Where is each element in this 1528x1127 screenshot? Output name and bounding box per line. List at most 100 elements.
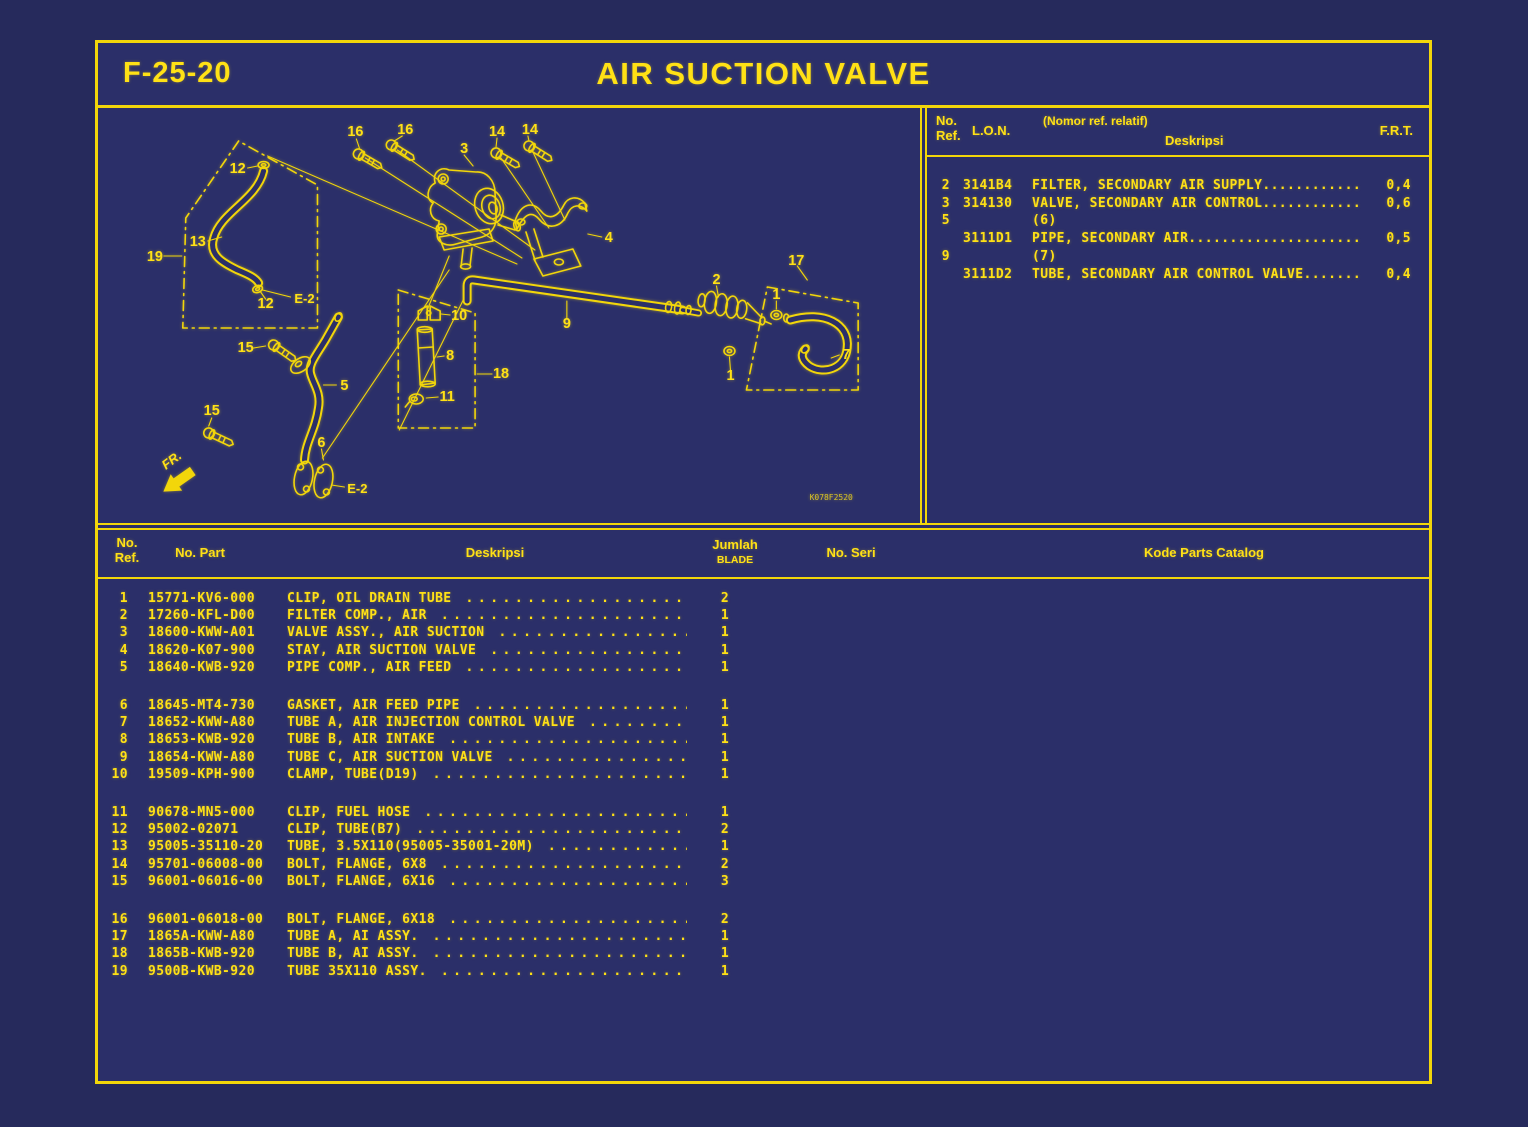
callout-17: 17	[788, 253, 804, 269]
pipe-5	[289, 312, 343, 496]
parts-qty-cell: 1	[720, 946, 730, 962]
parts-qty-cell: 2	[720, 856, 730, 872]
bolt-15-upper	[265, 337, 300, 366]
parts-col-desc: Deskripsi	[465, 545, 525, 560]
callout-8: 8	[446, 348, 454, 364]
filter-2	[697, 290, 772, 326]
parts-number-cell: 95701-06008-00	[148, 856, 264, 872]
parts-number-cell: 9500B-KWB-920	[148, 963, 255, 979]
lon-ref-cell: 9	[941, 248, 950, 264]
lon-col-lon: L.O.N.	[972, 123, 1011, 138]
parts-ref-cell: 4	[119, 642, 128, 658]
pipe-9	[462, 275, 703, 317]
parts-qty-cell: 1	[720, 625, 730, 641]
parts-ref-cell: 13	[111, 839, 128, 855]
callout-5: 5	[340, 378, 348, 394]
parts-desc-text: CLIP, TUBE(B7)	[287, 822, 403, 838]
parts-desc-text: CLIP, OIL DRAIN TUBE	[287, 591, 452, 606]
lon-frt-cell: 0,6	[1386, 195, 1411, 211]
lon-desc-cell: FILTER, SECONDARY AIR SUPPLY............	[1032, 178, 1362, 193]
parts-ref-cell: 16	[111, 912, 128, 928]
parts-col-seri: No. Seri	[826, 545, 876, 560]
parts-qty-cell: 1	[720, 715, 730, 731]
parts-desc-text: BOLT, FLANGE, 6X8	[287, 856, 427, 872]
parts-col-kode: Kode Parts Catalog	[1144, 545, 1264, 560]
parts-desc-cell: TUBE A, AI ASSY.........................…	[287, 928, 687, 945]
callout-9: 9	[563, 316, 571, 332]
dot-leader: ........................................…	[449, 732, 687, 748]
parts-qty-cell: 3	[720, 873, 730, 889]
gasket-6	[313, 463, 334, 499]
parts-qty-cell: 1	[720, 805, 730, 821]
parts-ref-cell: 11	[111, 805, 128, 821]
tube-7	[785, 312, 852, 375]
parts-number-cell: 19509-KPH-900	[148, 766, 255, 782]
dot-leader: ........................................…	[498, 625, 687, 641]
callout-7: 7	[842, 347, 850, 363]
parts-number-cell: 18652-KWW-A80	[148, 715, 255, 731]
tube-13	[208, 160, 270, 294]
diagram-stamp: K078F2520	[810, 493, 853, 502]
fr-arrow-icon	[163, 466, 196, 492]
parts-desc-cell: BOLT, FLANGE, 6X18......................…	[287, 911, 687, 928]
lon-ref-cell: 3	[941, 195, 950, 211]
lon-frt-cell: 0,4	[1386, 178, 1411, 193]
parts-desc-cell: CLIP, FUEL HOSE.........................…	[287, 804, 687, 821]
lon-table: No.Ref. L.O.N. (Nomor ref. relatif) Desk…	[925, 108, 1429, 523]
callout-14b: 14	[522, 122, 538, 138]
dot-leader: ........................................…	[547, 839, 687, 855]
page-header: F-25-20 AIR SUCTION VALVE	[98, 43, 1429, 108]
valve-assembly-3	[427, 168, 522, 270]
parts-qty-cell: 2	[720, 591, 730, 606]
callout-18: 18	[493, 366, 509, 382]
parts-qty-cell: 1	[720, 963, 730, 979]
parts-desc-cell: TUBE B, AI ASSY.........................…	[287, 945, 687, 962]
dot-leader: ........................................…	[449, 912, 687, 928]
parts-desc-text: CLAMP, TUBE(D19)	[287, 766, 419, 782]
parts-qty-cell: 2	[720, 912, 730, 928]
parts-desc-text: TUBE A, AIR INJECTION CONTROL VALVE	[287, 715, 575, 731]
parts-qty-cell: 1	[720, 659, 730, 675]
dot-leader: ........................................…	[432, 766, 687, 782]
parts-desc-text: STAY, AIR SUCTION VALVE	[287, 642, 477, 658]
lon-desc-cell: PIPE, SECONDARY AIR.....................	[1032, 231, 1362, 247]
callout-e2-upper: E-2	[294, 291, 314, 306]
assembly-lines	[267, 149, 566, 459]
lon-desc-cell: (7)	[1032, 248, 1057, 264]
dot-leader: ........................................…	[440, 856, 687, 872]
parts-desc-cell: BOLT, FLANGE, 6X16......................…	[287, 873, 687, 890]
lon-frt-cell: 0,4	[1386, 266, 1411, 282]
dot-leader: ........................................…	[416, 822, 687, 838]
ref-box-19	[181, 140, 319, 329]
parts-number-cell: 18654-KWW-A80	[148, 749, 255, 765]
parts-ref-cell: 15	[111, 873, 128, 889]
ref-box-18	[397, 289, 476, 429]
lon-code-cell: 3141B4	[963, 178, 1013, 193]
dot-leader: ........................................…	[588, 715, 687, 731]
lon-ref-cell: 5	[941, 213, 950, 229]
exploded-diagram: 19 13 12 12 E-2 16 16 14 14 3 4 9 2 17	[147, 122, 859, 502]
label-leaders	[163, 135, 840, 488]
dot-leader: ........................................…	[506, 749, 687, 765]
parts-desc-cell: TUBE C, AIR SUCTION VALVE...............…	[287, 749, 687, 766]
lon-row: 3111D1 PIPE, SECONDARY AIR...............…	[927, 230, 1429, 248]
clamp-10	[417, 305, 441, 321]
lon-code-cell	[963, 212, 1015, 230]
clip-1-below-filter	[723, 345, 736, 357]
page-title: AIR SUCTION VALVE	[596, 56, 931, 91]
callout-13: 13	[190, 234, 206, 250]
lon-code-cell: 3111D1	[963, 231, 1013, 247]
